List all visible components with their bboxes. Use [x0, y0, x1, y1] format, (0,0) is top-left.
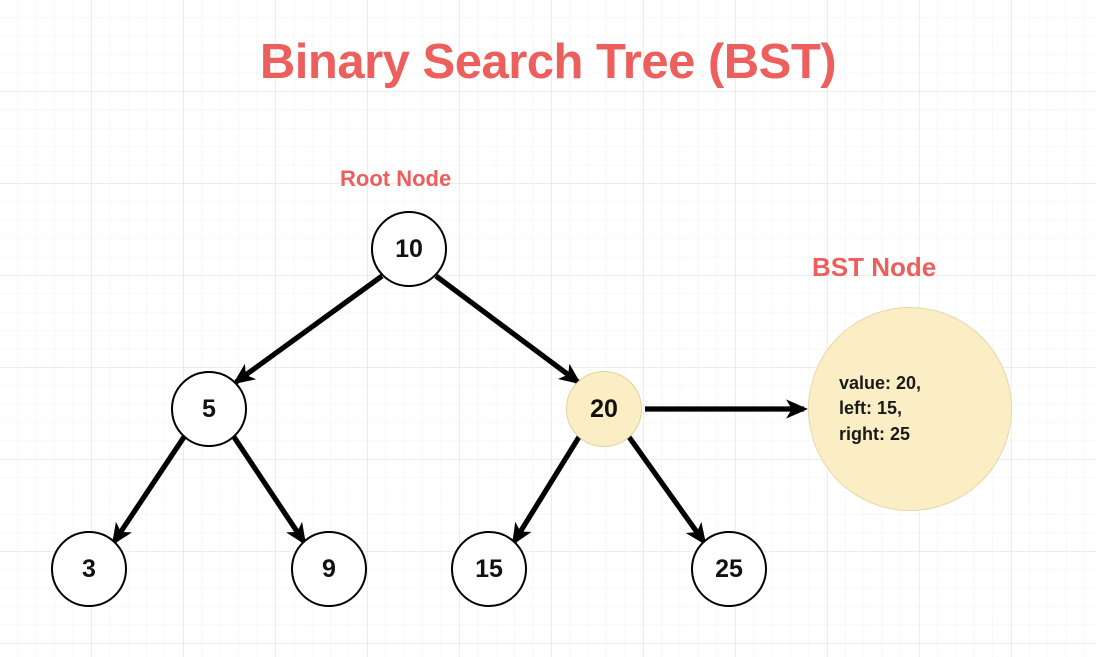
tree-edge-n10-to-n20 — [434, 273, 582, 385]
tree-edge-n5-to-n3 — [111, 435, 187, 546]
tree-node-20[interactable]: 20 — [566, 371, 642, 447]
tree-node-5[interactable]: 5 — [171, 371, 247, 447]
tree-edge-n20-to-n25 — [626, 435, 707, 546]
tree-node-3-label: 3 — [82, 554, 96, 583]
tree-node-15[interactable]: 15 — [451, 531, 527, 607]
tree-node-25-label: 25 — [715, 554, 743, 583]
tree-node-9-label: 9 — [322, 554, 336, 583]
tree-node-20-label: 20 — [590, 394, 618, 423]
bst-node-detail-bubble[interactable]: value: 20, left: 15, right: 25 — [808, 307, 1012, 511]
tree-node-25[interactable]: 25 — [691, 531, 767, 607]
tree-edge-n5-to-n9 — [231, 435, 307, 546]
page-title: Binary Search Tree (BST) — [259, 35, 837, 89]
root-node-annotation: Root Node — [340, 166, 452, 191]
detail-line-left: left: 15, — [839, 398, 903, 419]
bst-node-annotation: BST Node — [812, 252, 937, 282]
tree-node-10-label: 10 — [395, 234, 423, 263]
tree-node-10[interactable]: 10 — [371, 211, 447, 287]
tree-node-5-label: 5 — [202, 394, 216, 423]
tree-node-9[interactable]: 9 — [291, 531, 367, 607]
tree-node-3[interactable]: 3 — [51, 531, 127, 607]
detail-line-right: right: 25 — [839, 423, 911, 444]
tree-edge-n20-to-n15 — [511, 435, 582, 546]
tree-node-15-label: 15 — [475, 554, 503, 583]
detail-line-value: value: 20, — [839, 372, 922, 393]
bst-node-detail-text: value: 20, left: 15, right: 25 — [809, 371, 921, 448]
tree-edge-n10-to-n5 — [232, 273, 384, 385]
